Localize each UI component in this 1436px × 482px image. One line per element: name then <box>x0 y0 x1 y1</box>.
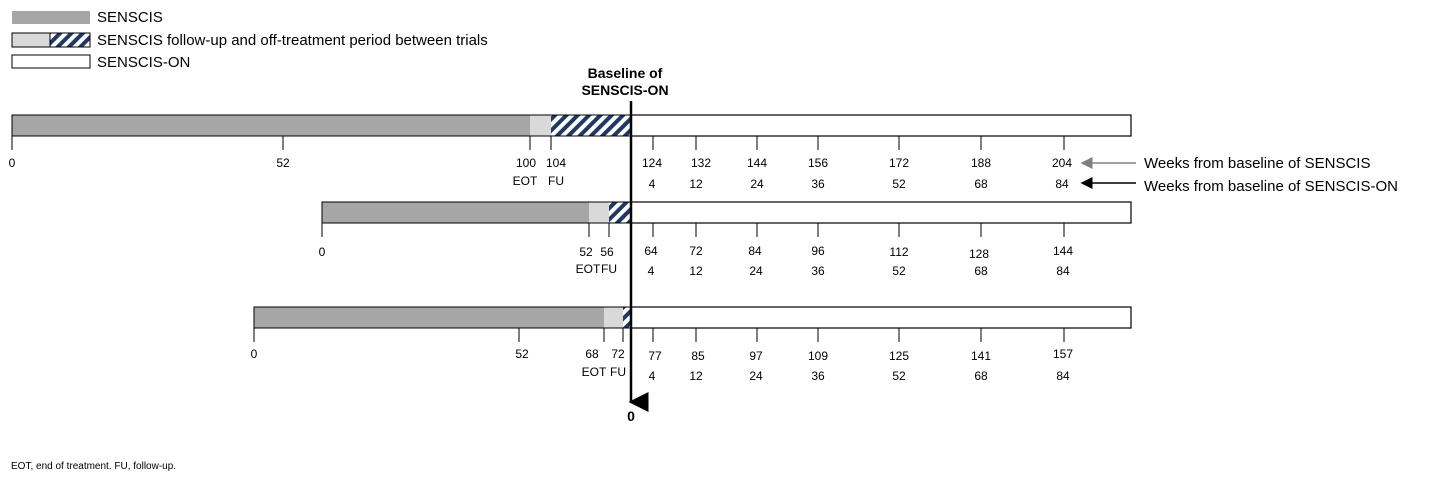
baseline-title-line2: SENSCIS-ON <box>581 82 668 98</box>
week-senscis-on-label: 24 <box>749 369 763 383</box>
week-senscis-on-label: 12 <box>689 369 703 383</box>
baseline-zero-label: 0 <box>627 408 635 424</box>
week-senscis-label: 72 <box>689 244 703 258</box>
bar-offtreatment-hatch <box>551 115 631 136</box>
legend-swatch-followup-hatch <box>49 32 91 48</box>
tick-label: 0 <box>319 245 326 259</box>
week-senscis-on-label: 24 <box>750 177 764 191</box>
tick-label: 0 <box>9 156 16 170</box>
bar-senscis-on <box>630 306 1132 329</box>
week-senscis-on-label: 4 <box>649 177 656 191</box>
tick-label: 52 <box>276 156 290 170</box>
tick-label: 56 <box>600 245 614 259</box>
bar-senscis <box>322 202 589 223</box>
week-senscis-on-label: 84 <box>1056 264 1070 278</box>
week-senscis-on-label: 12 <box>689 264 703 278</box>
week-senscis-label: 132 <box>691 156 711 170</box>
week-senscis-on-label: 68 <box>974 264 988 278</box>
legend-label-senscis-on: SENSCIS-ON <box>97 54 190 71</box>
eot-label: EOT <box>576 262 601 276</box>
week-senscis-label: 109 <box>808 349 828 363</box>
bar-senscis-on <box>630 114 1132 137</box>
timeline-row-1: 0 52 100 104 EOT FU 124 132 144 156 172 … <box>9 114 1132 191</box>
week-senscis-on-label: 52 <box>892 177 906 191</box>
week-senscis-on-label: 84 <box>1055 177 1069 191</box>
bar-senscis <box>254 307 604 328</box>
week-senscis-on-label: 84 <box>1056 369 1070 383</box>
week-senscis-label: 112 <box>889 245 908 259</box>
bar-senscis-on <box>630 201 1132 224</box>
tick-label: 0 <box>251 347 258 361</box>
bar-senscis <box>12 115 530 136</box>
week-senscis-on-label: 68 <box>974 369 988 383</box>
week-senscis-on-label: 68 <box>974 177 988 191</box>
tick-label: 72 <box>611 347 625 361</box>
legend-swatch-senscis <box>12 11 90 24</box>
tick-label: 52 <box>515 347 529 361</box>
week-senscis-label: 172 <box>889 156 909 170</box>
week-senscis-on-label: 36 <box>811 264 825 278</box>
week-senscis-on-label: 24 <box>749 264 763 278</box>
legend-swatch-followup-light <box>11 32 51 48</box>
eot-label: EOT <box>582 365 607 379</box>
legend-label-followup: SENSCIS follow-up and off-treatment peri… <box>97 32 488 49</box>
fu-label: FU <box>610 365 626 379</box>
week-senscis-label: 64 <box>644 244 658 258</box>
week-senscis-label: 84 <box>748 244 762 258</box>
week-senscis-on-label: 4 <box>649 369 656 383</box>
tick-label: 52 <box>579 245 593 259</box>
week-senscis-on-label: 36 <box>811 177 825 191</box>
week-senscis-on-label: 52 <box>892 264 906 278</box>
week-senscis-on-label: 12 <box>689 177 703 191</box>
tick-label: 100 <box>516 156 536 170</box>
fu-label: FU <box>601 262 617 276</box>
week-senscis-label: 96 <box>811 244 825 258</box>
week-senscis-label: 77 <box>648 349 662 363</box>
week-senscis-label: 85 <box>691 349 705 363</box>
week-senscis-label: 156 <box>808 156 828 170</box>
week-senscis-label: 124 <box>642 156 662 170</box>
week-senscis-label: 144 <box>1053 244 1073 258</box>
bar-followup <box>589 202 609 223</box>
arrow-label-senscis-on: Weeks from baseline of SENSCIS-ON <box>1144 178 1398 195</box>
footnote: EOT, end of treatment. FU, follow-up. <box>11 461 176 472</box>
week-senscis-on-label: 52 <box>892 369 906 383</box>
week-senscis-label: 97 <box>749 349 763 363</box>
bar-followup <box>604 307 623 328</box>
legend-swatch-senscis-on <box>11 54 91 69</box>
week-senscis-label: 188 <box>971 156 991 170</box>
eot-label: EOT <box>513 174 538 188</box>
week-senscis-label: 204 <box>1052 156 1072 170</box>
week-senscis-label: 128 <box>969 247 989 261</box>
week-senscis-label: 157 <box>1053 347 1073 361</box>
tick-label: 104 <box>546 156 566 170</box>
week-senscis-label: 141 <box>971 349 991 363</box>
bar-offtreatment-hatch <box>623 307 631 328</box>
fu-label: FU <box>548 174 564 188</box>
week-senscis-on-label: 4 <box>648 264 655 278</box>
timeline-row-2: 0 52 56 EOT FU 64 72 84 96 112 128 144 4… <box>319 201 1132 278</box>
bar-offtreatment-hatch <box>609 202 631 223</box>
bar-followup <box>530 115 551 136</box>
legend: SENSCIS SENSCIS follow-up and off-treatm… <box>11 9 488 71</box>
tick-label: 68 <box>585 347 599 361</box>
timeline-row-3: 0 52 68 72 EOT FU 77 85 97 109 125 141 1… <box>251 306 1132 383</box>
week-senscis-label: 125 <box>889 349 909 363</box>
baseline-title-line1: Baseline of <box>588 65 663 81</box>
week-senscis-on-label: 36 <box>811 369 825 383</box>
arrow-label-senscis: Weeks from baseline of SENSCIS <box>1144 155 1370 172</box>
legend-label-senscis: SENSCIS <box>97 9 163 26</box>
week-senscis-label: 144 <box>747 156 767 170</box>
